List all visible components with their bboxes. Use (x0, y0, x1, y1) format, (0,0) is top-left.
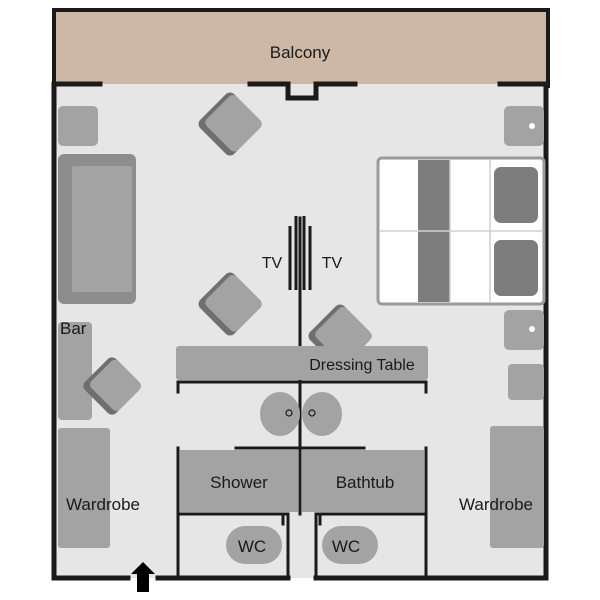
bathtub-label: Bathtub (336, 473, 395, 492)
right-furniture (490, 106, 544, 548)
shower (180, 450, 298, 512)
walls (51, 81, 549, 581)
wc-left (226, 526, 282, 564)
bathtub (302, 450, 424, 512)
dressing-table (176, 346, 428, 380)
balcony-rail (52, 8, 550, 88)
tv-label-left: TV (262, 255, 283, 272)
tv-label-right: TV (322, 255, 343, 272)
wc-right (322, 526, 378, 564)
armchair-bar (83, 357, 142, 415)
arrow-up-icon (131, 562, 155, 592)
wardrobe-right-unit (490, 426, 544, 548)
bar-label: Bar (60, 319, 87, 338)
left-furniture (58, 106, 136, 548)
sofa-left-seat (72, 166, 132, 292)
pillow-bottom (494, 240, 538, 296)
wc-right-label: WC (332, 537, 360, 556)
wc-left-label: WC (238, 537, 266, 556)
wardrobe-right-label: Wardrobe (459, 495, 533, 514)
bed (376, 156, 546, 306)
shower-label: Shower (210, 473, 268, 492)
bar-counter (58, 322, 92, 420)
dressing-table-label: Dressing Table (309, 357, 415, 374)
nightstand-top (504, 106, 544, 146)
wardrobe-left-label: Wardrobe (66, 495, 140, 514)
pillow-top (494, 167, 538, 223)
balcony-label: Balcony (270, 43, 331, 62)
tv-stand (288, 216, 312, 290)
balcony-area (54, 10, 548, 88)
side-table-right (508, 364, 544, 400)
nightstand-bottom (504, 310, 544, 350)
sinks (260, 392, 342, 436)
armchair-top (198, 92, 262, 156)
side-table-top-left (58, 106, 98, 146)
armchair-middle (198, 272, 262, 336)
wardrobe-left-unit (58, 428, 110, 548)
